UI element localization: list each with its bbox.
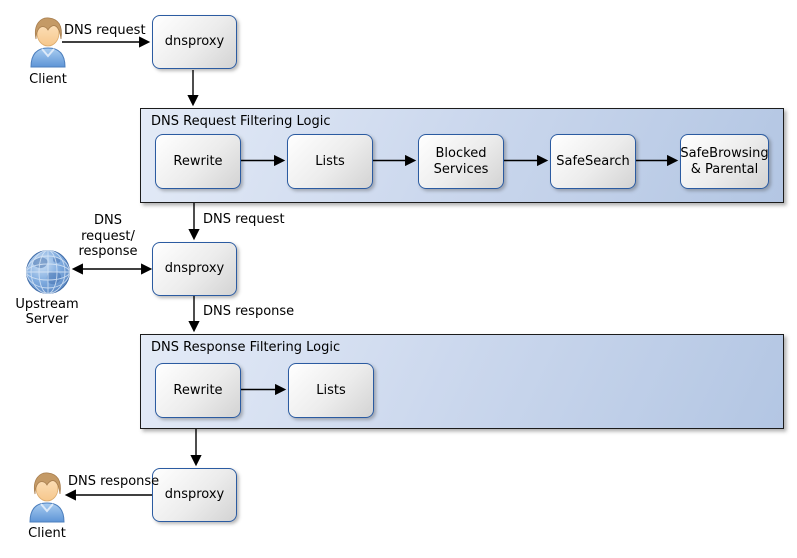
request-filtering-container: DNS Request Filtering Logic Rewrite List… [140, 108, 784, 203]
edge-label-filtered-request: DNS request [203, 212, 285, 227]
upstream-server-label: Upstream Server [15, 297, 79, 327]
edge-label-proxy-response: DNS response [203, 304, 295, 319]
edge-label-line: response [78, 244, 138, 259]
edge-label-client-request: DNS request [64, 23, 146, 38]
response-filtering-title: DNS Response Filtering Logic [151, 340, 341, 355]
dnsproxy-node-bottom: dnsproxy [152, 468, 237, 522]
person-icon [30, 17, 66, 68]
step-lists: Lists [288, 363, 374, 418]
edge-label-upstream-exchange: DNS request/ response [63, 213, 153, 260]
step-rewrite: Rewrite [155, 134, 241, 189]
client-bottom-label: Client [28, 526, 66, 541]
dnsproxy-node-middle: dnsproxy [152, 242, 237, 296]
request-filtering-title: DNS Request Filtering Logic [151, 114, 331, 129]
step-safesearch: SafeSearch [550, 134, 636, 189]
client-top-label: Client [29, 72, 67, 87]
step-blocked-services: Blocked Services [418, 134, 504, 189]
edge-label-line: DNS [94, 213, 122, 228]
person-icon [29, 472, 65, 523]
step-safebrowsing-parental: SafeBrowsing & Parental [680, 134, 769, 189]
dnsproxy-node-top: dnsproxy [152, 15, 237, 69]
edge-label-line: request/ [81, 228, 135, 244]
globe-icon [26, 250, 70, 294]
response-filtering-container: DNS Response Filtering Logic Rewrite Lis… [140, 334, 784, 429]
edge-label-client-response: DNS response [68, 474, 160, 489]
step-lists: Lists [287, 134, 373, 189]
step-rewrite: Rewrite [155, 363, 241, 418]
